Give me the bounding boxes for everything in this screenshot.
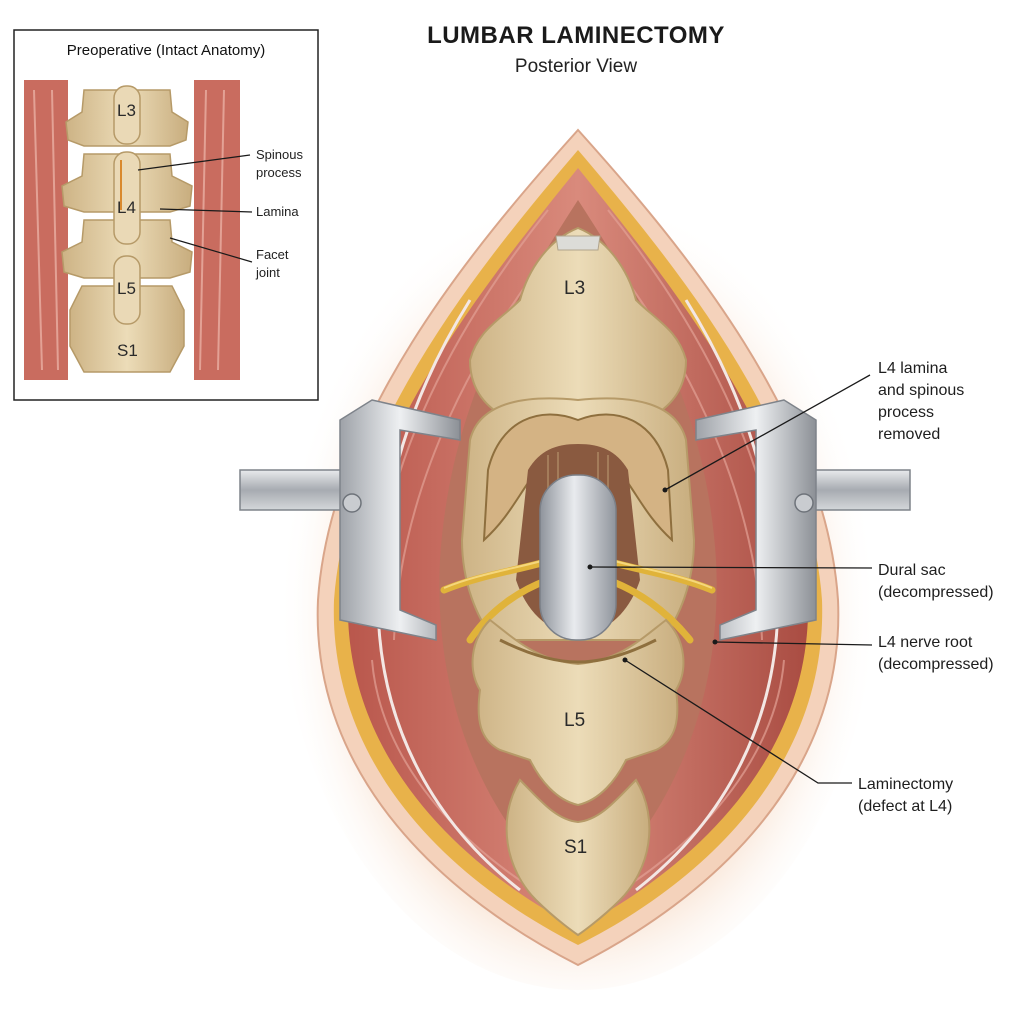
- callout-nerve-root: L4 nerve root (decompressed): [878, 632, 994, 676]
- inset-muscle-fibers: [33, 89, 225, 371]
- inset-label-spinous-line1: Spinous: [256, 147, 303, 162]
- callout-lamina-removed: L4 lamina and spinous process removed: [878, 358, 964, 446]
- inset-label-facet-line1: Facet: [256, 247, 289, 262]
- inset-muscle-left: [24, 80, 68, 380]
- leader-defect: [624, 659, 852, 784]
- callout-defect-line2: (defect at L4): [858, 798, 953, 815]
- main-level-s1: S1: [564, 837, 588, 858]
- main-level-l3: L3: [564, 278, 586, 299]
- inset-panel: [13, 29, 319, 401]
- inset-level-s1: S1: [117, 341, 138, 360]
- leader-removed: [664, 374, 871, 491]
- leader-dural: [589, 566, 873, 569]
- callout-removed-line2: and spinous: [878, 382, 965, 399]
- s1-sacrum: [505, 778, 651, 937]
- inset-label-spinous-process: Spinous process: [256, 146, 303, 182]
- main-leader-lines: [589, 374, 873, 784]
- callout-laminectomy-defect: Laminectomy (defect at L4): [858, 774, 953, 818]
- callout-nerve-line1: L4 nerve root: [878, 634, 973, 651]
- callout-defect-line1: Laminectomy: [858, 776, 954, 793]
- leader-dots: [587, 487, 718, 663]
- leader-nerve: [714, 641, 873, 646]
- callout-removed-line1: L4 lamina: [878, 360, 948, 377]
- inset-label-spinous-line2: process: [256, 165, 302, 180]
- page-subtitle: Posterior View: [514, 56, 638, 77]
- inset-label-lamina: Lamina: [256, 204, 299, 219]
- l5-cut-rim: [499, 638, 657, 664]
- inset-label-facet-line2: joint: [256, 265, 280, 280]
- inset-level-l5: L5: [117, 279, 136, 298]
- l3-disc: [555, 235, 601, 251]
- surgical-field: [278, 128, 878, 990]
- inset-leader-lines: [137, 154, 253, 263]
- callout-dural-line2: (decompressed): [878, 584, 994, 601]
- callout-removed-line3: process: [878, 404, 935, 421]
- main-level-l5: L5: [564, 710, 586, 731]
- callout-removed-line4: removed: [878, 426, 941, 443]
- left-retractor: [239, 399, 461, 641]
- callout-dural-sac: Dural sac (decompressed): [878, 560, 994, 604]
- dural-sac: [539, 474, 617, 641]
- inset-label-facet-joint: Facet joint: [256, 246, 289, 282]
- inset-level-l4: L4: [117, 198, 136, 217]
- callout-nerve-line2: (decompressed): [878, 656, 994, 673]
- page-title: LUMBAR LAMINECTOMY: [427, 22, 725, 49]
- inset-title: Preoperative (Intact Anatomy): [66, 42, 266, 59]
- right-retractor: [695, 399, 911, 641]
- inset-level-l3: L3: [117, 101, 136, 120]
- callout-dural-line1: Dural sac: [878, 562, 946, 579]
